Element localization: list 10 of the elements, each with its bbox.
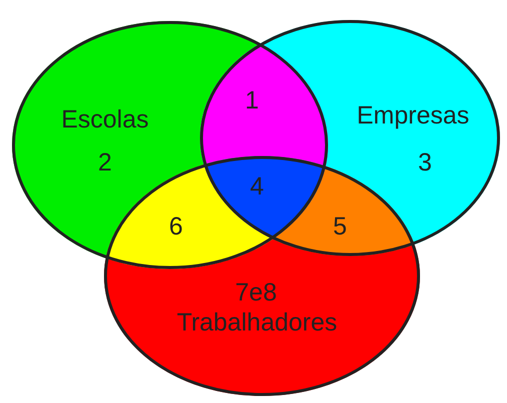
- set-label: Trabalhadores: [176, 310, 338, 336]
- set-label: Empresas: [356, 104, 470, 128]
- region-number: 3: [418, 150, 432, 176]
- region-number: 5: [333, 214, 347, 240]
- set-label: 7e8: [235, 280, 277, 306]
- region-number: 6: [169, 214, 183, 240]
- region-number: 2: [98, 150, 112, 176]
- region-number: 1: [245, 88, 259, 114]
- region-number: 4: [250, 174, 264, 200]
- set-label: Escolas: [61, 108, 149, 132]
